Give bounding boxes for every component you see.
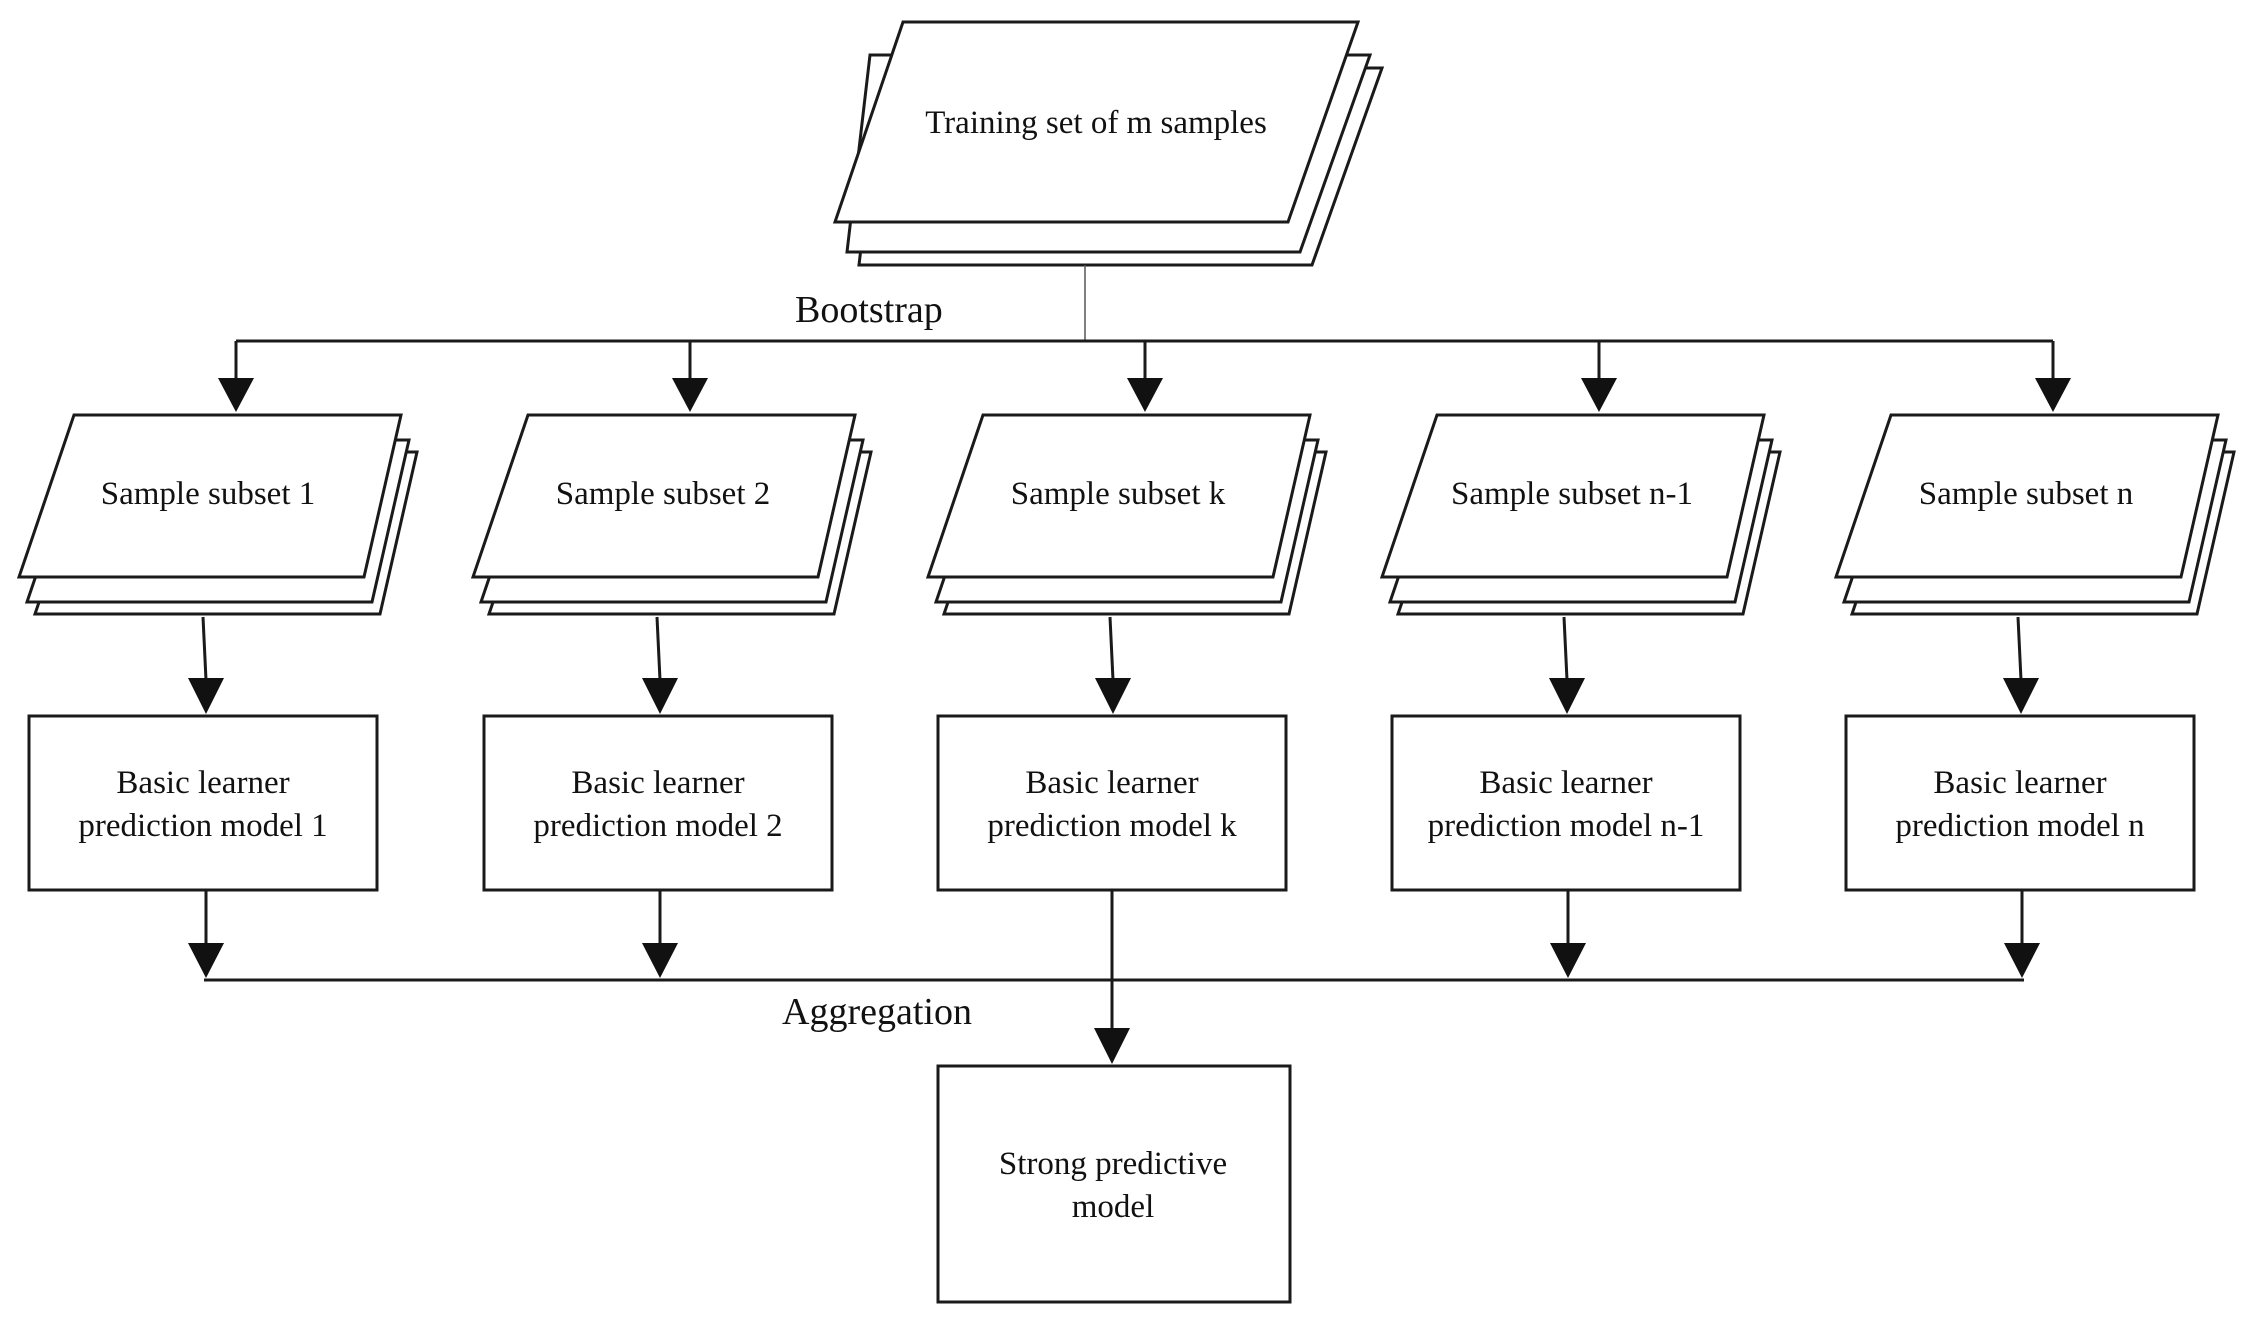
learner-label-line1: Basic learner	[571, 765, 744, 801]
basic-learner-k: Basic learner prediction model k	[936, 714, 1288, 892]
aggregation-label: Aggregation	[782, 991, 972, 1033]
aggregation-arrows	[188, 890, 2040, 978]
arrow-head	[2003, 678, 2039, 714]
learner-label-line1: Basic learner	[1933, 765, 2106, 801]
subset-to-learner-arrows	[188, 616, 2039, 714]
arrow-head	[188, 943, 224, 978]
learner-label-line2: prediction model n-1	[1428, 808, 1705, 844]
learner-label-line1: Basic learner	[1479, 765, 1652, 801]
arrow-head	[1549, 678, 1585, 714]
basic-learner-1: Basic learner prediction model 1	[27, 714, 379, 892]
arrow-head	[642, 678, 678, 714]
training-set-node: Training set of m samples	[832, 20, 1385, 267]
sample-subset-2: Sample subset 2	[470, 413, 873, 616]
arrow-head	[218, 378, 254, 412]
arrow-head	[188, 678, 224, 714]
arrow-head	[642, 943, 678, 978]
sample-subset-n-1: Sample subset n-1	[1379, 413, 1782, 616]
learner-label-line1: Basic learner	[116, 765, 289, 801]
basic-learner-2: Basic learner prediction model 2	[482, 714, 834, 892]
basic-learner-n-1: Basic learner prediction model n-1	[1390, 714, 1742, 892]
strong-predictive-model: Strong predictive model	[936, 1064, 1292, 1304]
learner-label-line2: prediction model 1	[78, 808, 327, 844]
arrow-head	[2035, 378, 2071, 412]
learner-label-line2: prediction model k	[987, 808, 1237, 844]
sample-subset-label: Sample subset n	[1919, 476, 2133, 512]
arrow-head	[1094, 1028, 1130, 1064]
sample-subset-label: Sample subset k	[1011, 476, 1226, 512]
sample-subset-1: Sample subset 1	[16, 413, 419, 616]
arrow-head	[1095, 678, 1131, 714]
learner-label-line2: prediction model 2	[533, 808, 782, 844]
arrow-head	[1550, 943, 1586, 978]
arrow-head	[1127, 378, 1163, 412]
sample-subset-k: Sample subset k	[925, 413, 1328, 616]
sample-subset-label: Sample subset 2	[556, 476, 770, 512]
basic-learner-n: Basic learner prediction model n	[1844, 714, 2196, 892]
bootstrap-arrows	[218, 341, 2071, 412]
training-set-label: Training set of m samples	[925, 105, 1267, 141]
arrow-head	[1581, 378, 1617, 412]
bootstrap-label: Bootstrap	[795, 289, 943, 331]
arrow-head	[672, 378, 708, 412]
learner-label-line1: Basic learner	[1025, 765, 1198, 801]
sample-subset-label: Sample subset n-1	[1451, 476, 1693, 512]
learner-label-line2: prediction model n	[1895, 808, 2144, 844]
sample-subset-label: Sample subset 1	[101, 476, 315, 512]
strong-model-label-line1: Strong predictive	[999, 1146, 1227, 1182]
strong-model-label-line2: model	[1072, 1189, 1154, 1225]
sample-subset-n: Sample subset n	[1833, 413, 2236, 616]
arrow-head	[2004, 943, 2040, 978]
